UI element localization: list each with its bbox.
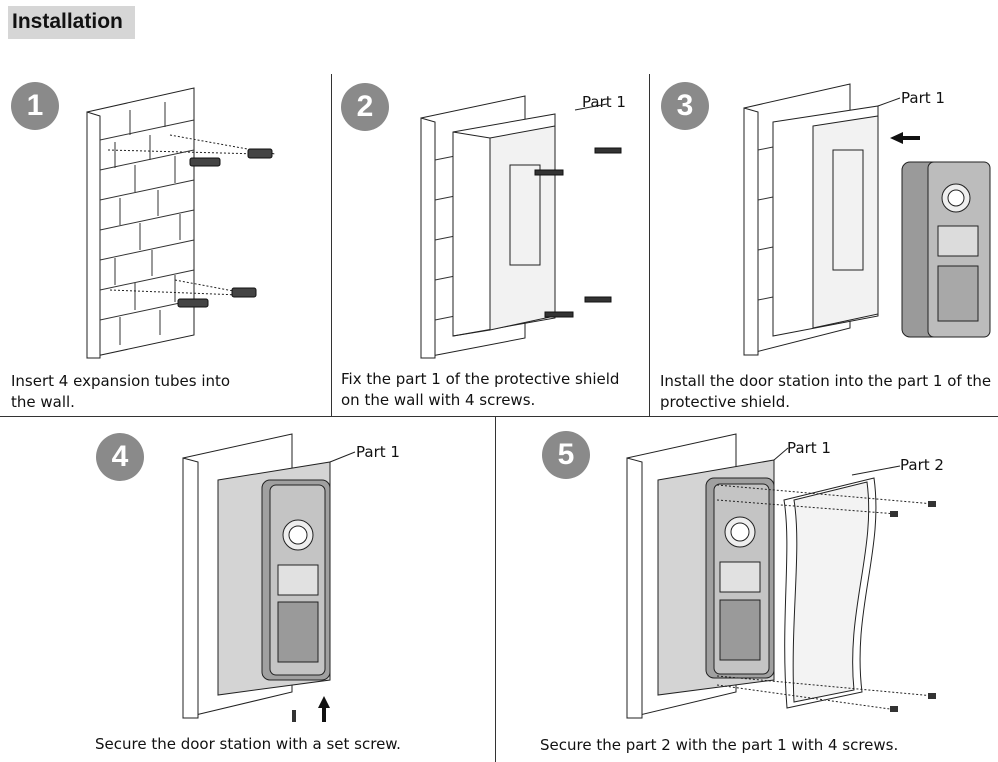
screw-icon [534, 147, 622, 318]
protective-shield-part1 [772, 105, 879, 337]
step-1-illustration [86, 87, 276, 359]
step-5-part2-label: Part 2 [900, 456, 944, 474]
step-badge-2: 2 [341, 83, 389, 131]
protective-shield-part1 [452, 113, 556, 337]
step-badge-5: 5 [542, 431, 590, 479]
door-station-mounted [657, 459, 775, 696]
arrow-icon [890, 132, 920, 144]
step-1-caption-line1: Insert 4 expansion tubes into [11, 372, 231, 390]
step-badge-3: 3 [661, 82, 709, 130]
step-3-illustration [743, 83, 991, 356]
brick-wall [86, 87, 195, 359]
step-2-caption-line2: on the wall with 4 screws. [341, 391, 536, 409]
step-3-part1-label: Part 1 [901, 89, 945, 107]
expansion-tube-icon [177, 148, 273, 308]
step-4-illustration [182, 433, 356, 722]
divider-v2 [649, 74, 650, 416]
title-bar [8, 6, 135, 39]
divider-v1 [331, 74, 332, 416]
dotted-guides [716, 484, 935, 711]
step-1-caption: Insert 4 expansion tubes into the wall. [11, 371, 230, 413]
step-2-caption-line1: Fix the part 1 of the protective shield [341, 370, 620, 388]
screw-icon [890, 501, 936, 712]
step-3-caption-line1: Install the door station into the part 1… [660, 372, 992, 390]
page-title: Installation [12, 10, 123, 33]
door-station-mounted [217, 461, 331, 696]
step-badge-1: 1 [11, 82, 59, 130]
divider-h [0, 416, 998, 417]
set-screw-icon [292, 710, 296, 722]
step-5-caption: Secure the part 2 with the part 1 with 4… [540, 736, 899, 754]
step-5-illustration [626, 433, 936, 719]
door-station [901, 161, 991, 338]
divider-v3 [495, 416, 496, 762]
step-3-caption: Install the door station into the part 1… [660, 371, 991, 413]
step-3-caption-line2: protective shield. [660, 393, 790, 411]
protective-cover-part2 [783, 477, 877, 709]
step-2-illustration [420, 95, 622, 359]
step-2-caption: Fix the part 1 of the protective shield … [341, 369, 619, 411]
step-1-caption-line2: the wall. [11, 393, 75, 411]
step-5-part1-label: Part 1 [787, 439, 831, 457]
step-4-caption: Secure the door station with a set screw… [95, 735, 401, 753]
arrow-icon [318, 696, 330, 722]
step-badge-4: 4 [96, 433, 144, 481]
step-4-part1-label: Part 1 [356, 443, 400, 461]
